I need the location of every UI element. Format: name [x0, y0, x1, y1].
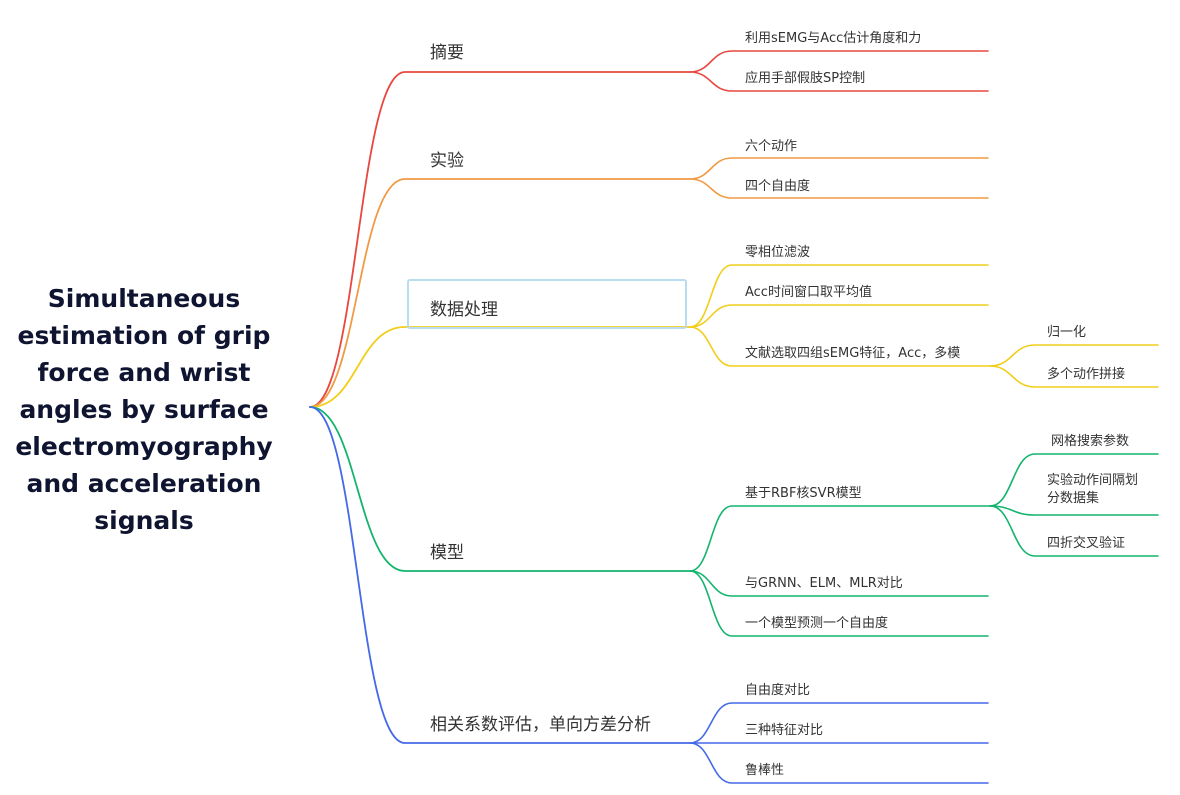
root-line: Simultaneous — [47, 284, 241, 313]
root-line: estimation of grip — [17, 321, 271, 350]
leaf-underline — [989, 365, 1159, 388]
subtopic[interactable]: 应用手部假肢SP控制 — [745, 71, 866, 86]
branch-connector — [309, 406, 691, 744]
root-line: and acceleration — [26, 469, 262, 498]
subtopic-underline — [689, 178, 989, 199]
subtopic-underline — [689, 505, 991, 572]
subtopic[interactable]: 利用sEMG与Acc估计角度和力 — [745, 31, 922, 46]
branch-connector — [309, 326, 691, 408]
subtopic[interactable]: 六个动作 — [745, 139, 798, 154]
topic-evaluation[interactable]: 相关系数评估，单向方差分析 — [430, 715, 651, 735]
root-line: signals — [94, 506, 194, 535]
leaf-topic[interactable]: 多个动作拼接 — [1047, 367, 1126, 382]
selected-node-highlight — [407, 279, 687, 329]
root-line: angles by surface — [19, 395, 269, 424]
subtopic-underline — [689, 326, 991, 367]
leaf-underline — [989, 453, 1159, 507]
root-topic[interactable]: Simultaneous estimation of grip force an… — [8, 280, 280, 539]
subtopic-underline — [689, 742, 989, 784]
leaf-topic[interactable]: 归一化 — [1047, 325, 1087, 340]
subtopic[interactable]: 自由度对比 — [745, 683, 811, 698]
subtopic[interactable]: 与GRNN、ELM、MLR对比 — [745, 576, 903, 591]
subtopic-underline — [689, 570, 989, 637]
subtopic[interactable]: 三种特征对比 — [745, 723, 824, 738]
leaf-topic-line: 实验动作间隔划 — [1047, 473, 1139, 488]
topic-data-processing[interactable]: 数据处理 — [430, 300, 498, 320]
subtopic-underline — [689, 304, 989, 328]
subtopic[interactable]: Acc时间窗口取平均值 — [745, 285, 872, 300]
topic-experiment[interactable]: 实验 — [430, 151, 464, 171]
leaf-underline — [989, 344, 1159, 367]
leaf-topic[interactable]: 网格搜索参数 — [1051, 434, 1130, 449]
subtopic[interactable]: 基于RBF核SVR模型 — [745, 486, 862, 501]
subtopic[interactable]: 四个自由度 — [745, 179, 811, 194]
subtopic[interactable]: 一个模型预测一个自由度 — [745, 616, 889, 631]
subtopic-underline — [689, 71, 989, 92]
branch-connector — [309, 178, 691, 408]
subtopic-underline — [689, 264, 989, 328]
root-line: force and wrist — [37, 358, 251, 387]
topic-model[interactable]: 模型 — [430, 543, 464, 563]
subtopic[interactable]: 鲁棒性 — [745, 763, 785, 778]
leaf-topic[interactable]: 实验动作间隔划 分数据集 — [1047, 472, 1138, 508]
subtopic-underline — [689, 50, 989, 73]
topic-abstract[interactable]: 摘要 — [430, 43, 464, 63]
subtopic[interactable]: 零相位滤波 — [745, 245, 811, 260]
root-line: electromyography — [15, 432, 273, 461]
leaf-topic-line: 分数据集 — [1047, 491, 1100, 506]
subtopic-underline — [689, 702, 989, 744]
leaf-underline — [989, 505, 1159, 516]
subtopic[interactable]: 文献选取四组sEMG特征，Acc，多模 — [745, 346, 961, 361]
branch-connector — [309, 71, 691, 408]
leaf-topic[interactable]: 四折交叉验证 — [1047, 536, 1126, 551]
branch-connector — [309, 406, 691, 572]
subtopic-underline — [689, 157, 989, 180]
leaf-underline — [989, 505, 1159, 557]
subtopic-underline — [689, 570, 989, 597]
